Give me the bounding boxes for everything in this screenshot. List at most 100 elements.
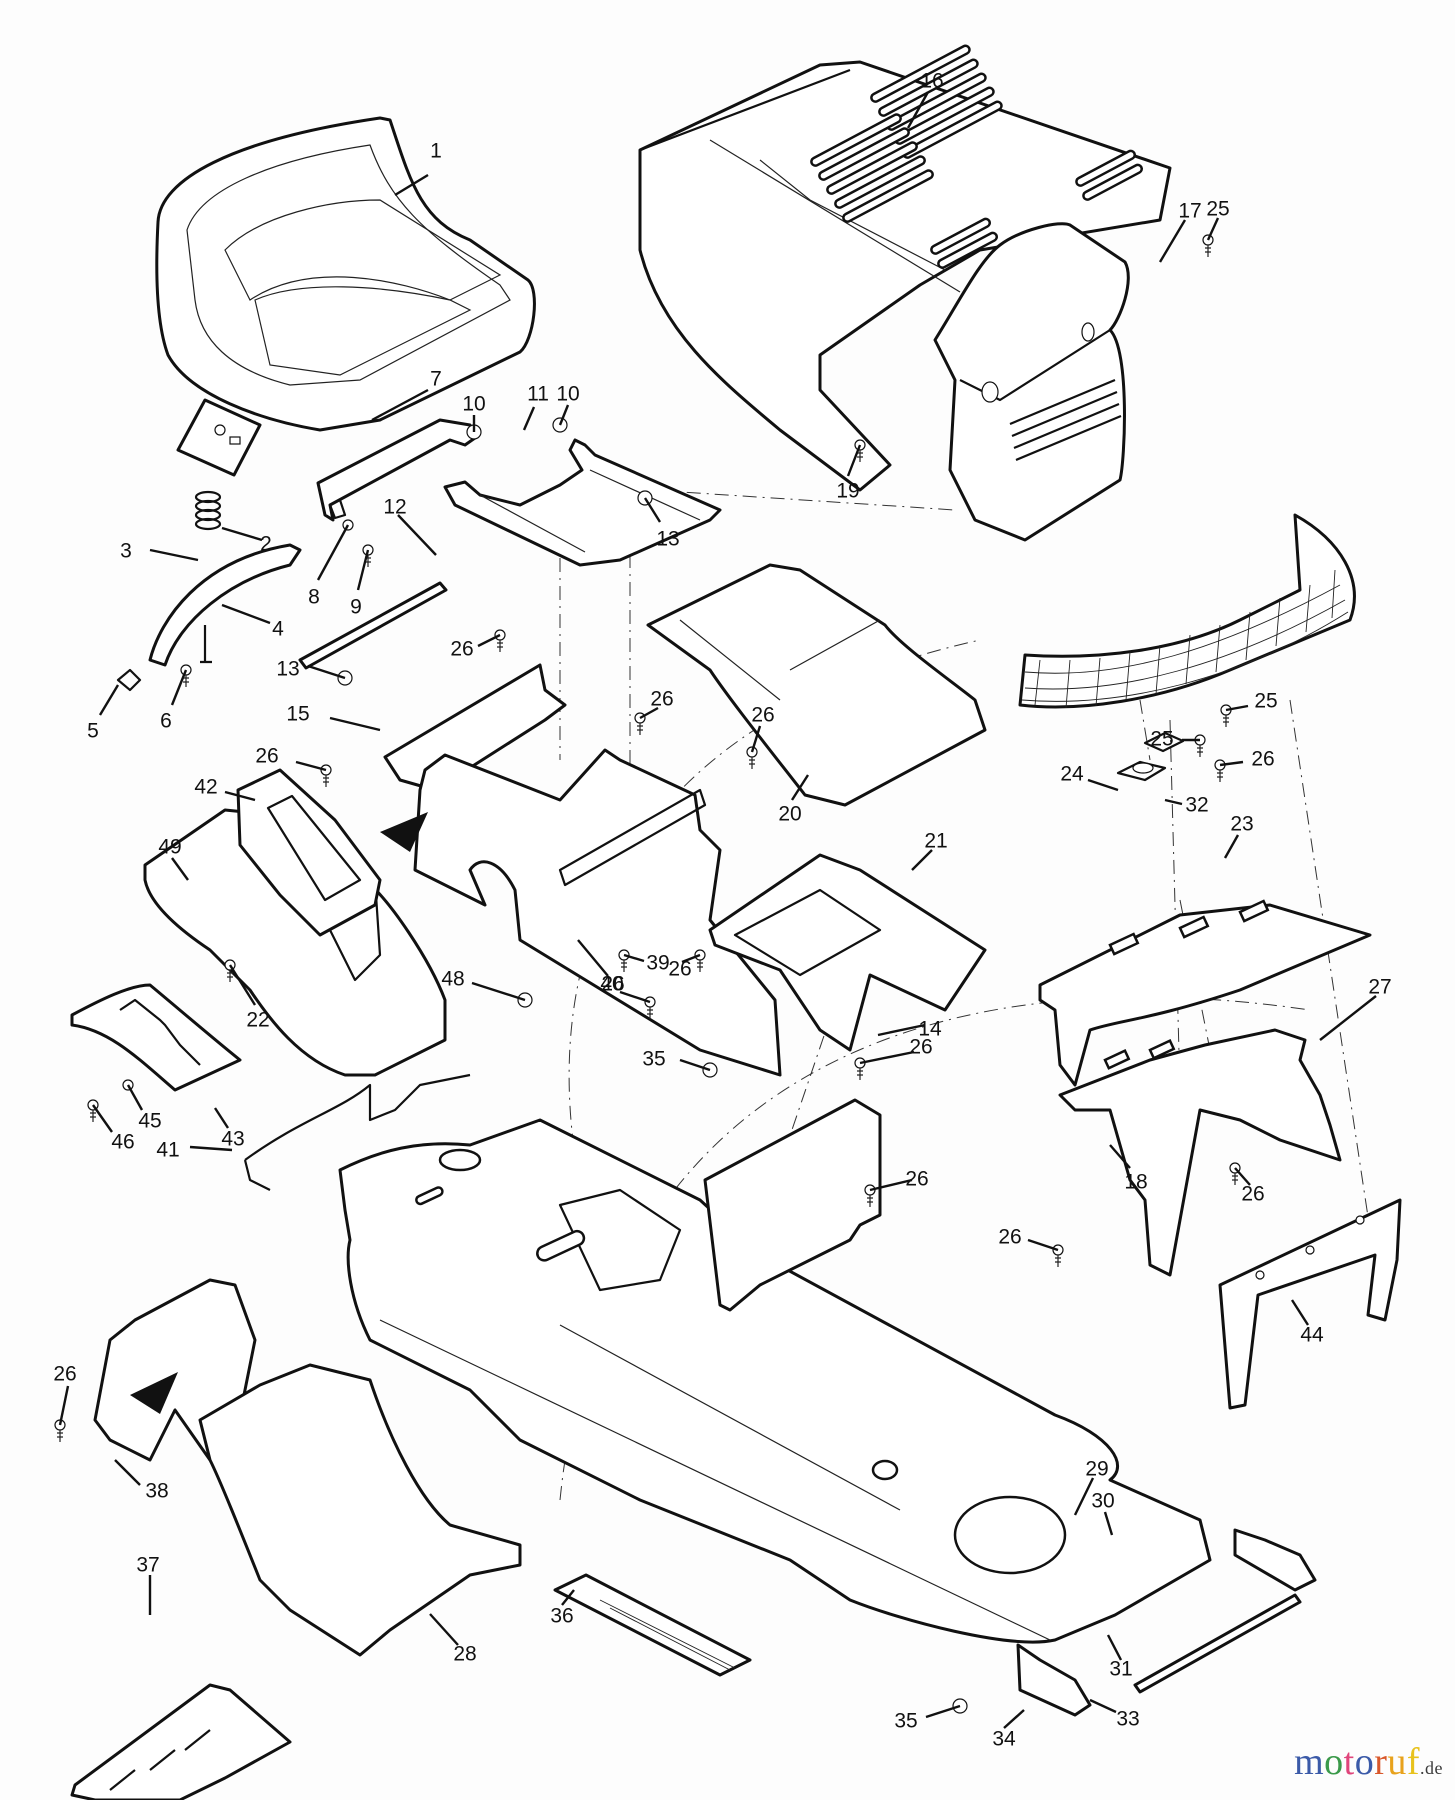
leader-line — [149, 548, 199, 562]
watermark-letter: o — [1324, 1741, 1344, 1783]
leader-line — [371, 388, 429, 422]
part-hood-bracket — [1218, 1198, 1402, 1410]
callout-number: 26 — [255, 745, 278, 768]
callout-number: 23 — [1230, 813, 1253, 836]
part-headlight-housing — [933, 222, 1130, 542]
callout-number: 10 — [462, 393, 485, 416]
leader-line — [623, 953, 645, 963]
part-spring — [194, 490, 222, 531]
callout-number: 35 — [894, 1710, 917, 1733]
callout-number: 40 — [600, 973, 623, 996]
callout-number: 10 — [556, 383, 579, 406]
callout-shift-plate-insert: 43 — [213, 1107, 245, 1151]
callout-number: 20 — [778, 803, 801, 826]
callout-number: 26 — [668, 958, 691, 981]
leader-line — [1158, 219, 1187, 263]
watermark-letter: u — [1387, 1741, 1407, 1783]
callout-number: 24 — [1060, 763, 1084, 786]
callout-number: 19 — [836, 480, 859, 503]
watermark-letter: o — [1354, 1741, 1375, 1783]
callout-nut: 35 — [642, 1048, 711, 1072]
leader-line — [228, 964, 257, 1006]
leader-line — [1319, 995, 1377, 1041]
callout-number: 1 — [430, 140, 442, 163]
part-shift-plate-insert — [70, 983, 242, 1092]
callout-number: 14 — [918, 1018, 942, 1041]
watermark-letter: f — [1406, 1741, 1420, 1783]
leader-line — [750, 725, 762, 753]
callout-nut: 10 — [462, 393, 486, 432]
callout-pin: 40 — [577, 939, 624, 996]
callout-number: 43 — [221, 1128, 244, 1151]
part-fender-cover — [646, 563, 987, 807]
leader-line — [307, 664, 346, 680]
watermark-letter: m — [1294, 1741, 1325, 1783]
callout-screw: 26 — [998, 1226, 1059, 1252]
callout-hood: 16 — [906, 70, 944, 129]
leader-line — [859, 1050, 915, 1065]
leader-line — [639, 706, 659, 720]
part-body-pan — [338, 1118, 1212, 1644]
callout-number: 26 — [601, 973, 624, 996]
part-hinge-rod — [1133, 1593, 1302, 1694]
callout-number: 37 — [136, 1554, 159, 1577]
leader-line — [1027, 1238, 1059, 1252]
watermark-logo: motoruf.de — [1294, 1740, 1443, 1784]
leader-line — [1073, 1477, 1095, 1516]
part-wire-guide — [243, 1073, 471, 1191]
callout-screw: 26 — [601, 973, 651, 1004]
part-pivot-rod — [298, 581, 448, 670]
callout-number: 33 — [1116, 1708, 1139, 1731]
callout-number: 26 — [998, 1226, 1021, 1249]
watermark-tld: .de — [1420, 1758, 1443, 1778]
part-shift-plate — [236, 768, 382, 937]
part-seat-plate — [176, 398, 262, 477]
callout-number: 13 — [276, 658, 299, 681]
leader-line — [877, 1023, 926, 1037]
callout-washer: 45 — [126, 1084, 162, 1133]
leader-line — [1003, 1709, 1025, 1729]
callout-seat-hinge-bracket: 7 — [371, 368, 442, 422]
watermark-letter: t — [1343, 1741, 1355, 1783]
callout-number: 26 — [650, 688, 673, 711]
leader-line — [577, 939, 609, 977]
callout-screw: 9 — [350, 549, 370, 619]
callout-number: 30 — [1091, 1490, 1114, 1513]
leader-line — [925, 1704, 961, 1719]
callout-fender-cover: 20 — [778, 774, 810, 826]
callout-number: 26 — [905, 1168, 928, 1191]
callout-screw: 26 — [668, 953, 701, 981]
callout-dash-panel-bracket: 21 — [911, 830, 948, 871]
callout-support-bracket: 15 — [286, 703, 381, 732]
leader-line — [356, 549, 370, 591]
leader-line — [58, 1385, 70, 1426]
part-seat-hinge-bracket — [316, 418, 477, 522]
screw-icon — [1229, 1162, 1241, 1185]
callout-number: 39 — [646, 952, 669, 975]
leader-line — [316, 524, 350, 581]
callout-screw: 22 — [228, 964, 270, 1032]
hood-vent-slots — [810, 44, 1143, 269]
leader-line — [329, 716, 381, 732]
leader-line — [1109, 1144, 1131, 1169]
callout-number: 29 — [1085, 1458, 1108, 1481]
callout-screw: 26 — [1234, 1167, 1265, 1206]
callout-seat: 1 — [394, 140, 442, 197]
callout-number: 25 — [1206, 198, 1229, 221]
leader-line — [679, 1058, 711, 1072]
leader-line — [1164, 798, 1183, 806]
direction-arrow-icon — [380, 812, 428, 852]
part-bezel — [1116, 760, 1167, 782]
part-bumper-grille — [1018, 513, 1356, 709]
callout-number: 12 — [383, 496, 406, 519]
callout-number: 4 — [272, 618, 284, 641]
part-battery-tray — [70, 1683, 292, 1800]
callout-number: 26 — [450, 638, 473, 661]
callout-number: 7 — [430, 368, 442, 391]
callout-nut: 10 — [556, 383, 580, 426]
screw-icon — [1214, 759, 1226, 782]
callout-pivot-rod: 12 — [383, 496, 437, 556]
callout-body-pan: 29 — [1073, 1458, 1109, 1516]
callout-number: 31 — [1109, 1658, 1132, 1681]
